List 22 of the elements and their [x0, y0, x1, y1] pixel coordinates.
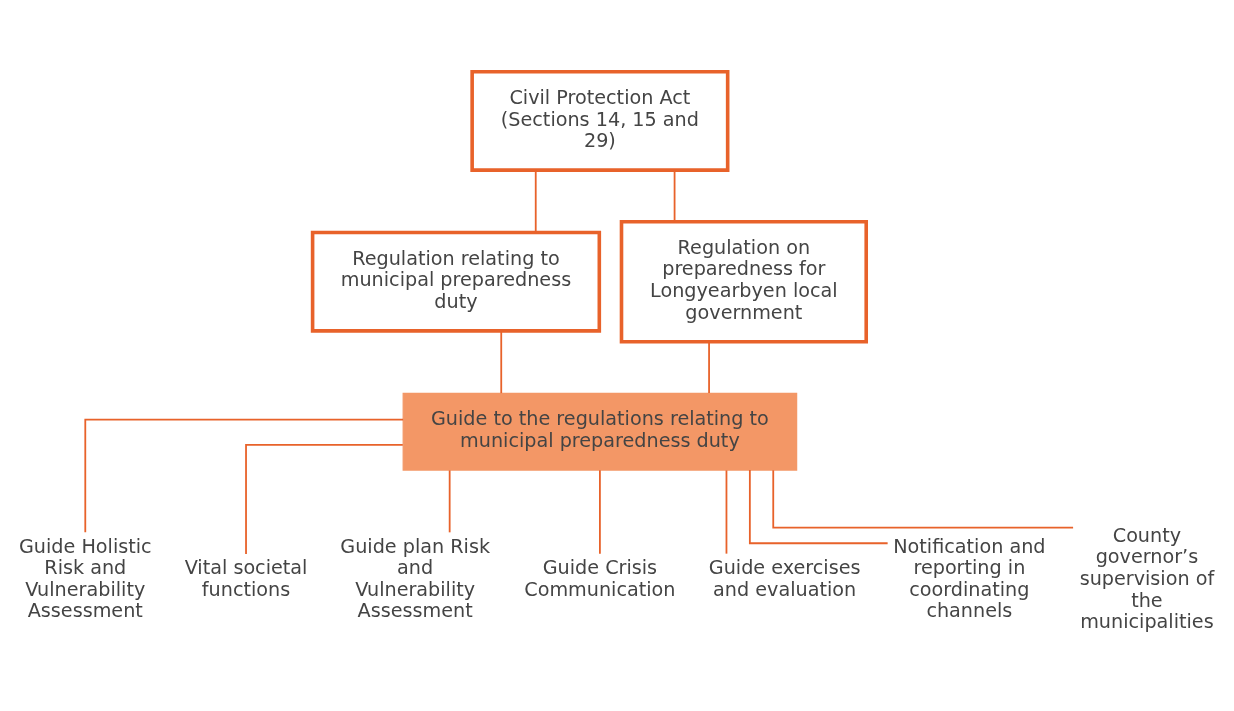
connector: [448, 469, 451, 534]
connector: [534, 169, 537, 233]
connector: [84, 418, 405, 534]
node-box: Guide to the regulations relating to municipal preparedness duty: [402, 392, 798, 471]
node-text: Vital societal functions: [184, 556, 308, 601]
connector: [599, 469, 601, 555]
node-text: County governor’s supervision of the municipalities: [1079, 523, 1215, 634]
connector: [673, 169, 676, 223]
node-box: Regulation relating to municipal preparedness duty: [310, 230, 602, 333]
connector: [725, 469, 728, 555]
node-text: Notification and reporting in coordinating channels: [893, 534, 1046, 623]
node-box: Civil Protection Act (Sections 14, 15 and 29): [470, 70, 730, 172]
connector: [748, 469, 889, 545]
node-text: Guide Holistic Risk and Vulnerability Assessment: [18, 534, 152, 623]
connector: [500, 330, 503, 395]
connector: [245, 443, 404, 555]
connector: [772, 469, 1074, 529]
node-text: Guide plan Risk and Vulnerability Assessment: [340, 534, 491, 623]
node-text: Guide Crisis Communication: [524, 556, 676, 601]
connector: [708, 340, 710, 394]
node-text: Guide exercises and evaluation: [708, 556, 861, 601]
node-box: Regulation on preparedness for Longyearbyen local government: [619, 219, 868, 344]
